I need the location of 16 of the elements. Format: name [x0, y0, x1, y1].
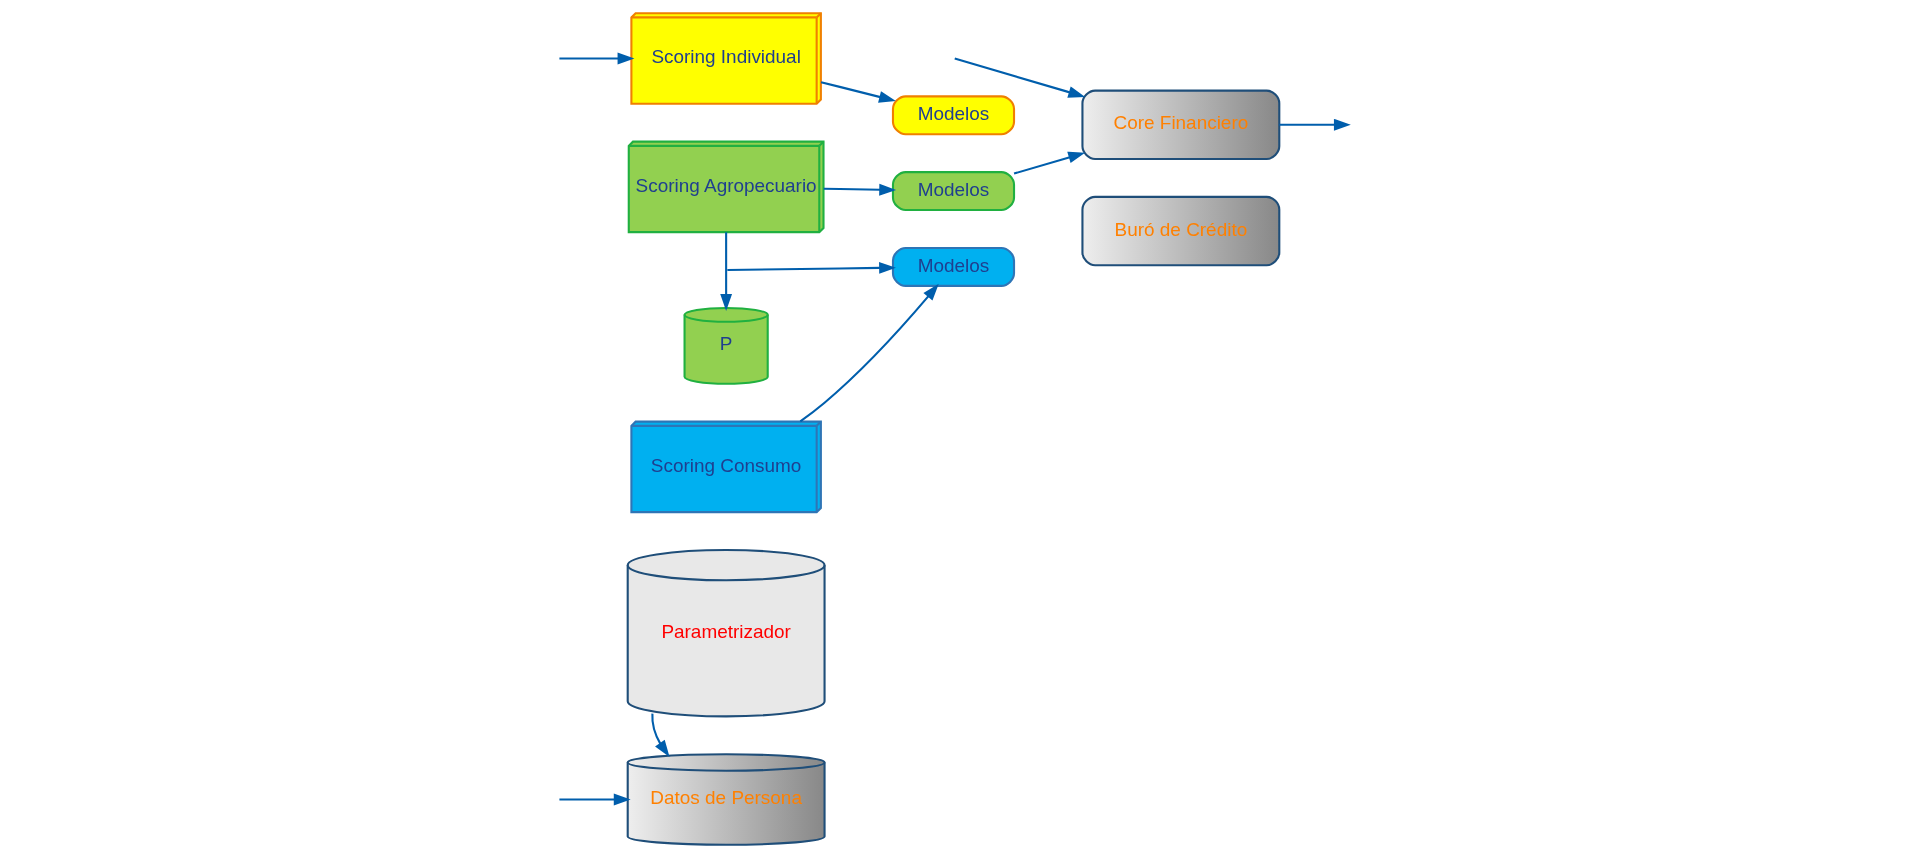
arrow [823, 183, 896, 196]
arrow [650, 713, 670, 757]
arrow [953, 57, 1085, 98]
arrow [719, 231, 732, 311]
arrow [726, 261, 896, 274]
arrow [558, 793, 631, 805]
node-box: Buró de Crédito [1080, 195, 1280, 266]
arrow [1013, 151, 1085, 175]
node-box: Modelos [891, 246, 1015, 287]
node-box: Core Financiero [1080, 89, 1280, 160]
arrow [1278, 118, 1351, 131]
arrow [820, 80, 896, 103]
arrow [558, 52, 634, 64]
node-box: Modelos [891, 170, 1015, 211]
arrow [799, 283, 939, 422]
node-box: Modelos [891, 94, 1015, 135]
